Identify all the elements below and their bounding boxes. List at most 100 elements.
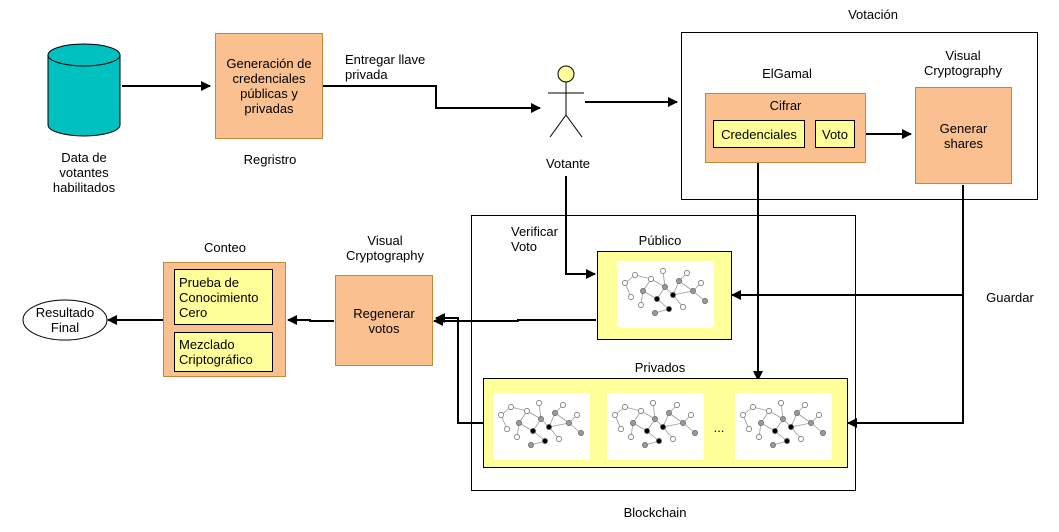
graph-node: [802, 402, 808, 408]
graph-node: [666, 410, 672, 416]
generacion-box: Generación de credenciales públicas y pr…: [215, 33, 323, 139]
graph-node: [798, 436, 804, 442]
graph-node: [756, 434, 762, 440]
graph-node: [746, 426, 752, 432]
graph-node: [660, 424, 666, 430]
graph-node: [508, 404, 514, 410]
graph-node: [628, 434, 634, 440]
arrow-regenerar-to-conteo: [287, 315, 334, 325]
graph-node: [820, 430, 826, 436]
graph-node: [628, 294, 634, 300]
prueba-box: Prueba de Conocimiento Cero: [174, 269, 273, 325]
elgamal-label: ElGamal: [762, 66, 812, 81]
graph-node: [794, 410, 800, 416]
visual-crypto-top-label: Visual Cryptography: [923, 48, 1003, 78]
graph-node: [816, 412, 822, 418]
graph-node: [780, 416, 786, 422]
graph-node: [574, 412, 580, 418]
share-image-privado-2: [607, 393, 704, 460]
graph-node: [808, 420, 814, 426]
verificar-voto-label: Verificar Voto: [511, 224, 558, 254]
registro-label: Regristro: [243, 152, 297, 167]
ellipsis-label: ...: [713, 420, 725, 435]
graph-node: [680, 420, 686, 426]
graph-node: [638, 302, 644, 308]
graph-node: [546, 424, 552, 430]
entregar-llave-label: Entregar llave privada: [345, 52, 426, 82]
regenerar-label: Regenerar votos: [353, 305, 415, 336]
graph-node: [770, 442, 776, 448]
arrow-publico-to-regenerar: [433, 316, 596, 326]
graph-node: [552, 410, 558, 416]
graph-node: [642, 442, 648, 448]
publico-label: Público: [638, 233, 682, 248]
resultado-ellipse: [22, 299, 108, 341]
guardar-label: Guardar: [986, 290, 1034, 305]
voter-actor-icon: [548, 65, 584, 138]
graph-node: [648, 276, 654, 282]
resultado-label: Resultado Final: [35, 305, 95, 335]
graph-node: [566, 420, 572, 426]
graph-node: [670, 292, 676, 298]
graph-node: [688, 412, 694, 418]
graph-node: [788, 424, 794, 430]
mezclado-label: Mezclado Criptográfico: [179, 337, 253, 367]
arrow-privados-to-regenerar: [435, 313, 483, 424]
connectors: [107, 81, 964, 428]
graph-node: [622, 404, 628, 410]
credenciales-box: Credenciales: [713, 120, 805, 148]
mezclado-box: Mezclado Criptográfico: [174, 332, 273, 372]
graph-node: [676, 278, 682, 284]
data-votantes-label: Data de votantes habilitados: [52, 150, 116, 195]
graph-node: [498, 412, 504, 418]
graph-node: [660, 268, 666, 274]
share-image-privado-1: [493, 393, 590, 460]
graph-node: [632, 272, 638, 278]
votacion-frame: [681, 32, 1038, 200]
graph-node: [778, 400, 784, 406]
graph-node: [504, 426, 510, 432]
visual-crypto-bottom-label: Visual Cryptography: [345, 233, 425, 263]
graph-node: [530, 428, 536, 434]
graph-node: [702, 298, 708, 304]
graph-edge: [548, 422, 570, 428]
share-image-privado-3: [735, 393, 832, 460]
blockchain-label: Blockchain: [623, 505, 687, 520]
graph-node: [652, 416, 658, 422]
graph-node: [622, 280, 628, 286]
graph-node: [612, 412, 618, 418]
graph-node: [674, 402, 680, 408]
graph-node: [578, 430, 584, 436]
graph-node: [542, 438, 548, 444]
graph-node: [740, 412, 746, 418]
graph-node: [758, 420, 764, 426]
graph-node: [666, 306, 672, 312]
conteo-label: Conteo: [204, 240, 246, 255]
graph-node: [698, 280, 704, 286]
voto-box: Voto: [815, 120, 855, 148]
credenciales-label: Credenciales: [721, 126, 797, 142]
graph-node: [514, 434, 520, 440]
graph-node: [528, 442, 534, 448]
graph-node: [638, 408, 644, 414]
graph-edge: [662, 422, 684, 428]
graph-node: [690, 288, 696, 294]
graph-node: [536, 400, 542, 406]
share-image-publico: [617, 261, 714, 328]
graph-node: [654, 296, 660, 302]
graph-node: [630, 420, 636, 426]
graph-node: [692, 430, 698, 436]
votante-label: Votante: [545, 156, 591, 171]
generar-shares-box: Generar shares: [915, 87, 1012, 184]
database-icon: [47, 43, 121, 137]
graph-node: [644, 428, 650, 434]
voto-label: Voto: [821, 126, 849, 142]
graph-node: [618, 426, 624, 432]
generacion-label: Generación de credenciales públicas y pr…: [226, 56, 312, 116]
graph-node: [640, 288, 646, 294]
graph-node: [662, 284, 668, 290]
graph-node: [524, 408, 530, 414]
graph-node: [516, 420, 522, 426]
graph-node: [650, 400, 656, 406]
